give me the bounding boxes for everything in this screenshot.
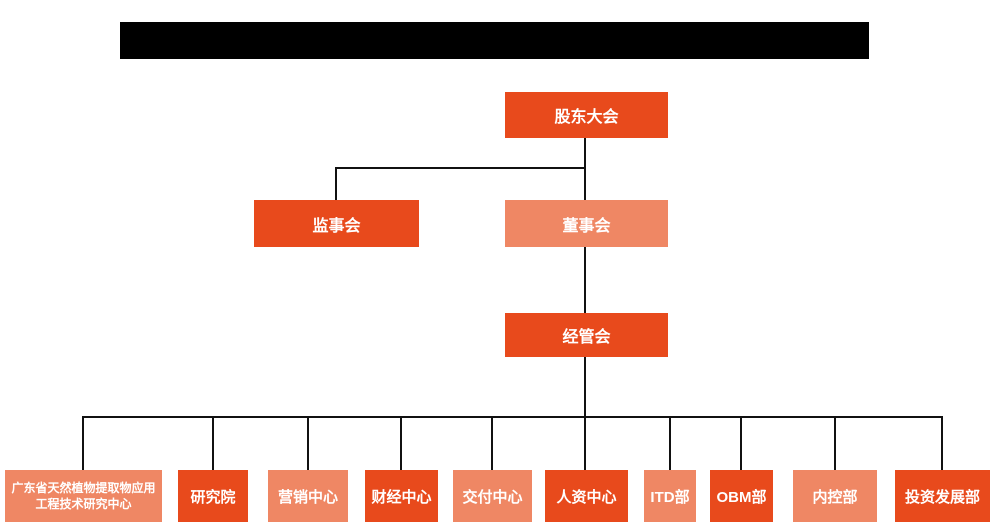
connector-shareholders-down [584,137,586,201]
connector-to-gd-research-center [82,416,84,471]
node-board-of-directors: 董事会 [505,200,668,247]
node-label: 股东大会 [554,109,619,126]
node-delivery-center: 交付中心 [453,470,532,522]
node-label: 内控部 [812,488,858,506]
node-research-institute: 研究院 [178,470,248,522]
node-label: 董事会 [562,217,611,235]
connector-to-marketing-center [307,416,309,471]
connector-to-investment-dev-dept [941,416,943,471]
node-label: 广东省天然植物提取物应用工程技术研究中心 [11,480,156,511]
connector-management-down [584,356,586,471]
connector-to-obm-department [740,416,742,471]
node-marketing-center: 营销中心 [268,470,348,522]
node-gd-research-center: 广东省天然植物提取物应用工程技术研究中心 [5,470,162,522]
node-label: 监事会 [312,217,361,235]
node-itd-department: ITD部 [644,470,696,522]
node-label: 经管会 [562,329,611,346]
node-shareholders-meeting: 股东大会 [505,92,668,138]
connector-to-internal-control-dept [834,416,836,471]
node-finance-center: 财经中心 [365,470,438,522]
connector-board-to-management [584,246,586,314]
node-hr-center: 人资中心 [545,470,628,522]
node-label: 财经中心 [371,488,432,506]
connector-to-research-institute [212,416,214,471]
node-supervisory-board: 监事会 [254,200,419,247]
node-label: 投资发展部 [904,488,980,506]
node-obm-department: OBM部 [710,470,773,522]
connector-to-supervisory-board [335,167,337,201]
node-internal-control-dept: 内控部 [793,470,877,522]
connector-branch-horizontal [335,167,586,169]
node-management-committee: 经管会 [505,313,668,357]
node-label: 研究院 [190,488,236,506]
connector-to-finance-center [400,416,402,471]
redacted-title-bar [120,22,869,59]
node-label: ITD部 [650,488,690,506]
node-label: OBM部 [716,488,767,506]
node-label: 人资中心 [556,488,617,506]
connector-to-delivery-center [491,416,493,471]
node-investment-dev-dept: 投资发展部 [895,470,990,522]
connector-to-itd-department [669,416,671,471]
node-label: 交付中心 [462,488,523,506]
node-label: 营销中心 [277,488,338,506]
connector-departments-horizontal [82,416,943,418]
